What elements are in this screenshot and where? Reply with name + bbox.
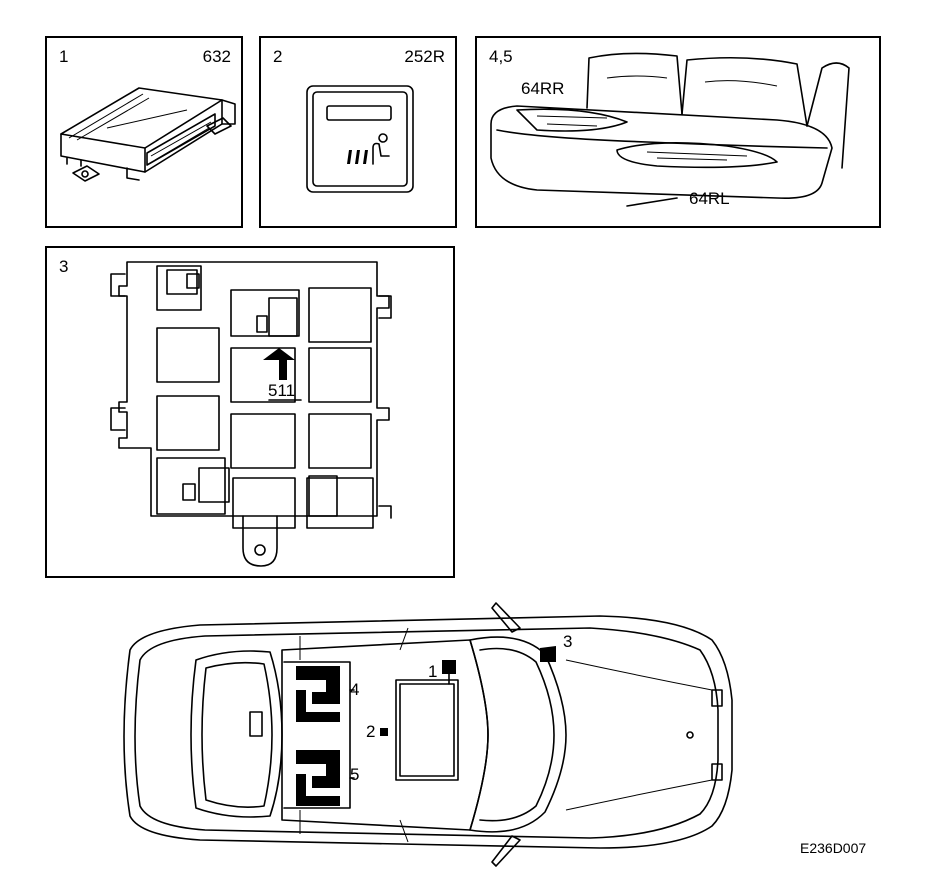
control-module-illustration (60, 87, 236, 182)
label-64rr: 64RR (521, 79, 565, 98)
relay-511-label: 511 (268, 381, 296, 400)
panel-relay-box: 3 511 (45, 246, 455, 578)
panel-2-code: 252R (404, 47, 445, 66)
label-64rl: 64RL (689, 189, 730, 208)
panel-1-code: 632 (202, 47, 231, 66)
panel-2-number: 2 (273, 47, 283, 66)
panel-rear-seat: 4,5 64RR 64RL (475, 36, 881, 228)
panel-control-module: 1 632 (45, 36, 243, 228)
car-label-4: 4 (350, 680, 360, 699)
panel-45-number: 4,5 (489, 47, 513, 66)
car-label-5: 5 (350, 765, 360, 784)
car-label-3: 3 (563, 632, 573, 651)
panel-1-number: 1 (59, 47, 69, 66)
car-label-1: 1 (428, 662, 438, 681)
car-label-2: 2 (366, 722, 376, 741)
seat-heat-switch-illustration (306, 85, 414, 193)
panel-seat-heat-switch: 2 252R (259, 36, 457, 228)
relay-box-illustration (110, 261, 392, 567)
drawing-code: E236D007 (800, 840, 867, 856)
panel-3-number: 3 (59, 257, 69, 276)
rear-seat-illustration (490, 52, 850, 207)
